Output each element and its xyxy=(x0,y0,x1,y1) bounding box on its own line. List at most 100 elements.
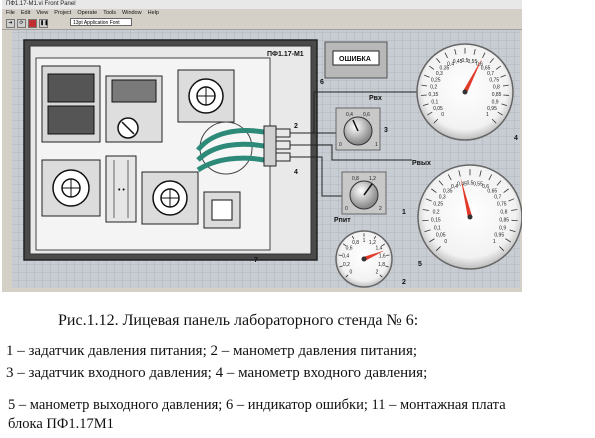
gauge-tick-label: 0,45 xyxy=(453,59,463,65)
gauge-tick-label: 0,8 xyxy=(493,85,500,91)
gauge-tick-label: 0,35 xyxy=(440,66,450,72)
connection-lines xyxy=(290,91,422,197)
gauge-tick xyxy=(381,243,386,247)
gauge-tick xyxy=(422,209,429,211)
gauge-tick xyxy=(338,254,342,256)
menu-project[interactable]: Project xyxy=(54,10,72,16)
gauge-tick xyxy=(429,238,435,243)
gauge-tick xyxy=(497,111,503,116)
gauge-tick-label: 0,6 xyxy=(346,246,353,252)
font-select[interactable]: 13pt Application Font xyxy=(70,18,132,26)
svg-text:0,8: 0,8 xyxy=(352,176,359,182)
gauge-tick xyxy=(438,180,444,186)
gauge-tick xyxy=(501,103,508,107)
menu-edit[interactable]: Edit xyxy=(20,10,31,16)
gauge-tick xyxy=(425,198,432,202)
gauge-tick xyxy=(479,170,482,177)
gauge-tick xyxy=(511,209,518,211)
error-indicator-label: ОШИБКА xyxy=(339,56,371,63)
gauge-tick-label: 2 xyxy=(376,270,379,276)
figure-title: Рис.1.12. Лицевая панель лабораторного с… xyxy=(58,312,419,329)
callout-7: 7 xyxy=(254,257,258,264)
gauge-tick-label: 0 xyxy=(350,270,353,276)
pause-icon[interactable]: ❚❚ xyxy=(39,19,49,28)
gauge-tick xyxy=(500,74,506,78)
gauge-tick-label: 0 xyxy=(441,112,444,118)
svg-text:2: 2 xyxy=(379,206,382,212)
device-label: ПФ1.17-М1 xyxy=(267,51,304,58)
gauge-tick xyxy=(505,238,511,243)
menu-help[interactable]: Help xyxy=(147,10,159,16)
gauge-tick xyxy=(502,84,509,87)
labview-window: ПФ1.17-М1.vi Front Panel File Edit View … xyxy=(2,0,522,292)
gauge-tick-label: 1,4 xyxy=(375,246,382,252)
gauge-tick-label: 0,5 xyxy=(467,180,474,186)
legend-line-1: 1 – задатчик давления питания; 2 – маном… xyxy=(6,343,418,359)
menu-operate[interactable]: Operate xyxy=(77,10,98,16)
gauge-tick-label: 0,9 xyxy=(492,99,499,105)
gauge-tick-label: 0,55 xyxy=(473,181,483,187)
gauge-tick-label: 0,4 xyxy=(451,184,458,190)
gauge-tick-label: 0,9 xyxy=(499,225,506,231)
legend-line-2: 3 – задатчик входного давления; 4 – мано… xyxy=(6,365,428,381)
callout-2b: 2 xyxy=(402,279,406,286)
run-continuous-icon[interactable]: ⟳ xyxy=(17,19,26,28)
gauge-tick-label: 0 xyxy=(444,239,447,245)
gauge-tick xyxy=(458,170,461,177)
supply-pressure-setter[interactable]: 0,8 1,2 0 2 xyxy=(341,171,387,215)
gauge-needle xyxy=(460,177,473,218)
gauge-tick-label: 1 xyxy=(363,238,366,244)
gauge-tick-label: 1 xyxy=(486,112,489,118)
gauge-tick-label: 0,8 xyxy=(352,240,359,246)
gauge-tick xyxy=(342,243,347,247)
menu-view[interactable]: View xyxy=(36,10,49,16)
gauge-tick-label: 0,1 xyxy=(434,225,441,231)
abort-icon[interactable] xyxy=(28,19,37,28)
gauge-tick xyxy=(491,118,497,124)
gauge-tick-label: 0,4 xyxy=(342,254,349,260)
output-pressure-gauge: 00,050,10,150,20,250,30,350,40,450,50,55… xyxy=(417,164,522,270)
gauge-tick-label: 0,5 xyxy=(462,58,469,64)
gauge-tick xyxy=(433,118,439,124)
gauge-tick-label: 1,8 xyxy=(378,262,385,268)
gauge-tick xyxy=(351,235,355,240)
menu-window[interactable]: Window xyxy=(122,10,142,16)
gauge-tick-label: 1,6 xyxy=(379,254,386,260)
input-pressure-setter[interactable]: 0,4 0,6 0 1 xyxy=(335,107,381,151)
gauge-tick xyxy=(379,274,383,278)
gauge-tick-label: 0,7 xyxy=(494,195,501,201)
gauge-needle xyxy=(463,58,482,93)
gauge-tick xyxy=(444,52,448,58)
menu-tools[interactable]: Tools xyxy=(103,10,117,16)
gauge-tick xyxy=(499,246,505,252)
gauge-ppit-label: Pпит xyxy=(334,217,351,224)
gauge-tick xyxy=(503,188,509,193)
run-arrow-icon[interactable]: ➜ xyxy=(6,19,15,28)
gauge-hub xyxy=(467,214,473,220)
menu-file[interactable]: File xyxy=(6,10,15,16)
gauge-hub xyxy=(361,256,367,262)
callout-3: 3 xyxy=(384,127,388,134)
gauge-tick-label: 0,15 xyxy=(431,217,441,223)
gauge-tick-label: 0,75 xyxy=(497,202,507,208)
menu-bar: File Edit View Project Operate Tools Win… xyxy=(2,9,522,17)
callout-1: 1 xyxy=(402,209,406,216)
gauge-tick-label: 0,6 xyxy=(476,61,483,67)
gauge-tick xyxy=(495,65,501,70)
gauge-tick xyxy=(454,48,457,55)
gauge-tick-label: 0,95 xyxy=(494,233,504,239)
gauge-tick-label: 0,35 xyxy=(443,189,453,195)
gauge-tick-label: 0,75 xyxy=(489,77,499,83)
gauge-tick-label: 0,25 xyxy=(433,202,443,208)
legend-line-4: блока ПФ1.17М1 xyxy=(8,416,114,432)
gauge-tick xyxy=(496,180,502,186)
gauge-tick-label: 0,6 xyxy=(482,184,489,190)
gauge-tick xyxy=(385,265,389,268)
gauge-tick-label: 0,05 xyxy=(436,233,446,239)
gauge-tick xyxy=(431,188,437,193)
error-indicator: ОШИБКА xyxy=(324,41,388,79)
gauge-tick-label: 0,2 xyxy=(343,262,350,268)
gauge-tick-label: 0,3 xyxy=(436,71,443,77)
